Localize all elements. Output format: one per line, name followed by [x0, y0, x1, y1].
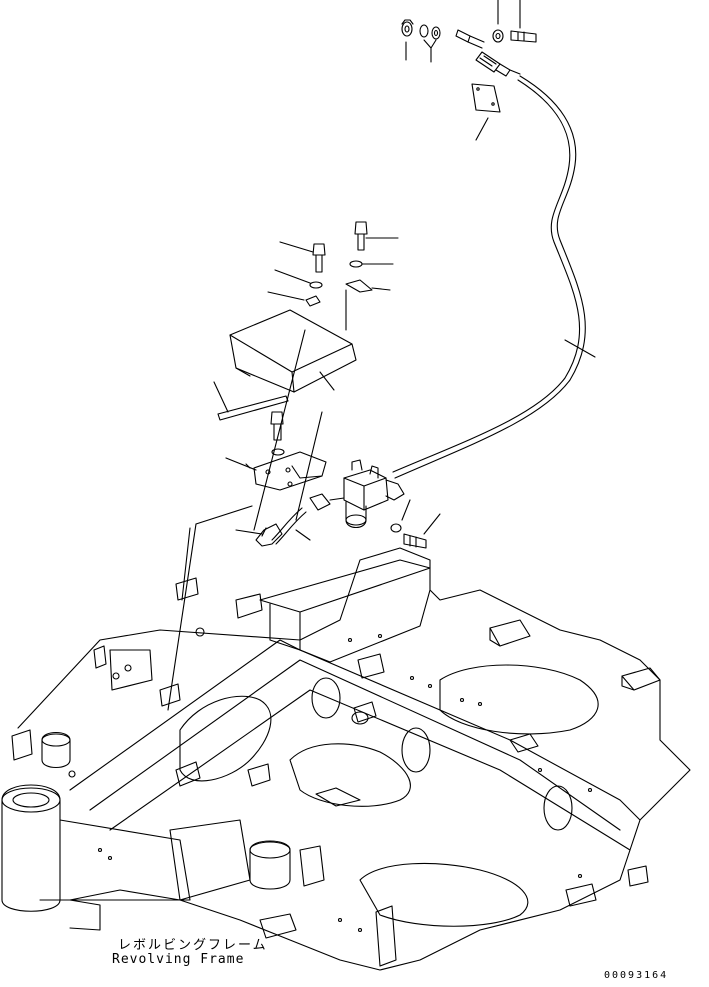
leader-lines-cover: [267, 237, 399, 331]
cable-end-fitting: [455, 29, 485, 49]
top-hardware-group: [401, 0, 537, 141]
revolving-frame: [1, 547, 691, 971]
cable-thread-end: [475, 51, 521, 77]
frame-label-english: Revolving Frame: [112, 952, 245, 967]
seal-strip: [213, 381, 289, 421]
washer-part: [419, 24, 441, 40]
cable-bracket-plate: [471, 83, 501, 113]
washer-left: [309, 281, 323, 289]
mounting-bracket: [225, 329, 327, 531]
nut-part: [401, 19, 414, 37]
frame-rivets: [68, 627, 593, 933]
frame-label-japanese: レボルビングフレーム: [118, 938, 268, 953]
bolt-right: [354, 221, 368, 251]
actuator-assembly: [235, 459, 441, 549]
frame-leader-lines: [167, 505, 253, 711]
bolt-part: [492, 29, 537, 43]
cover-box: [229, 309, 357, 393]
control-cable: [392, 75, 596, 479]
cover-hardware: [267, 221, 399, 331]
drawing-number: 00093164: [604, 970, 669, 981]
washer-right: [349, 260, 363, 268]
clip-right: [345, 279, 373, 293]
clip-left: [305, 295, 321, 307]
top-leader-lines: [405, 0, 521, 141]
bolt-left: [312, 243, 326, 273]
actuator-bolt: [390, 499, 441, 549]
